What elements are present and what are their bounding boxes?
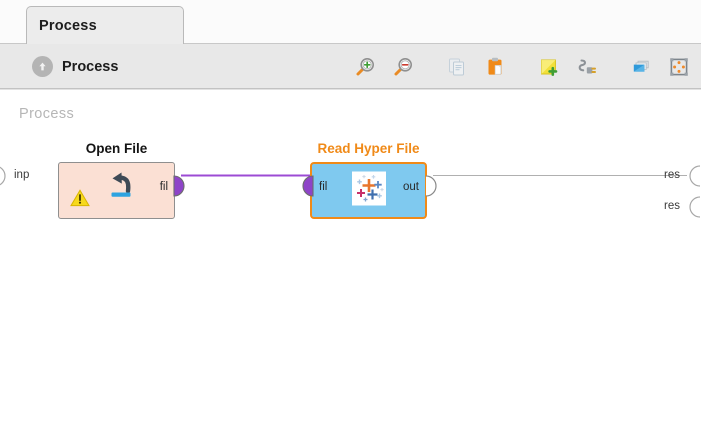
node-open-file-body[interactable]: fil xyxy=(58,162,175,219)
node-open-file[interactable]: Open File fil xyxy=(58,141,185,219)
canvas-input-port-inp-label: inp xyxy=(14,169,30,181)
layers-button[interactable] xyxy=(627,53,655,81)
process-toolbar: Process xyxy=(0,44,701,89)
canvas-output-port-res-2[interactable] xyxy=(687,196,701,223)
paste-button[interactable] xyxy=(481,53,509,81)
canvas-input-port-inp[interactable] xyxy=(0,165,7,192)
node-read-hyper-file[interactable]: Read Hyper File xyxy=(302,141,437,219)
tab-strip: Process xyxy=(0,0,701,45)
warning-triangle-icon xyxy=(70,189,90,212)
connection-wires xyxy=(181,174,687,177)
node-read-hyper-file-output-out-port[interactable] xyxy=(425,175,437,197)
canvas-output-port-res-1-label: res xyxy=(664,169,680,181)
zoom-in-button[interactable] xyxy=(351,53,379,81)
open-file-arrow-icon xyxy=(99,171,135,208)
tab-process[interactable]: Process xyxy=(26,6,184,45)
breadcrumb[interactable]: Process xyxy=(32,44,118,89)
toolbar-buttons xyxy=(351,44,693,89)
canvas-watermark-label: Process xyxy=(19,106,75,122)
add-note-button[interactable] xyxy=(535,53,563,81)
process-canvas[interactable]: Process inp res res xyxy=(0,89,701,445)
up-arrow-circle-icon xyxy=(32,56,53,77)
node-read-hyper-file-input-fil-label: fil xyxy=(319,181,328,193)
copy-button[interactable] xyxy=(443,53,471,81)
breadcrumb-label: Process xyxy=(62,58,119,75)
node-read-hyper-file-output-out-label: out xyxy=(403,181,419,193)
node-read-hyper-file-body[interactable]: fil out xyxy=(310,162,427,219)
auto-layout-button[interactable] xyxy=(665,53,693,81)
tableau-logo-icon xyxy=(351,171,386,210)
canvas-output-port-res-2-label: res xyxy=(664,200,680,212)
tab-process-label: Process xyxy=(39,18,97,34)
zoom-out-button[interactable] xyxy=(389,53,417,81)
node-open-file-output-fil-label: fil xyxy=(159,181,168,193)
canvas-output-port-res-1[interactable] xyxy=(687,165,701,192)
node-read-hyper-file-title: Read Hyper File xyxy=(317,141,420,156)
add-connection-button[interactable] xyxy=(573,53,601,81)
node-read-hyper-file-input-fil-port[interactable] xyxy=(301,175,314,197)
node-open-file-title: Open File xyxy=(85,141,148,156)
node-open-file-output-fil-port[interactable] xyxy=(173,175,185,197)
